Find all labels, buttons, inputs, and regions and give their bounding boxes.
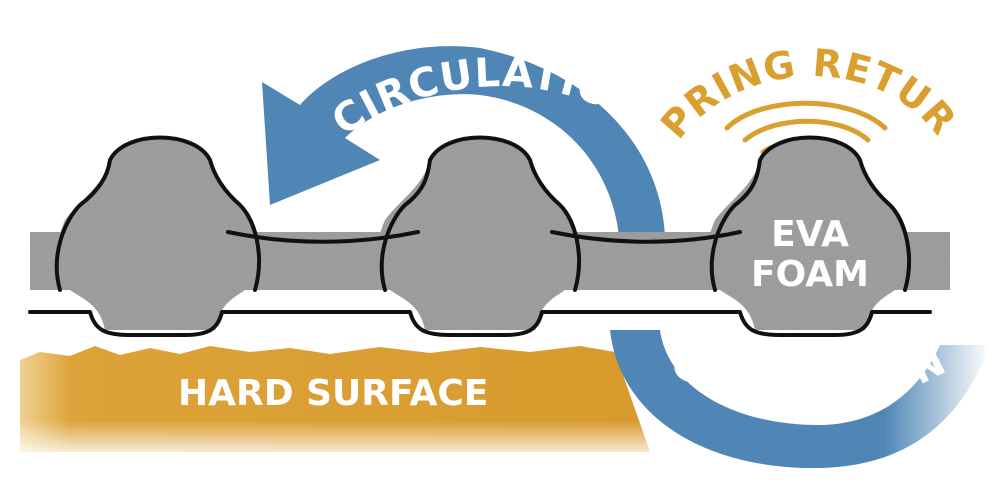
- circulation-bottom-arrow: [610, 330, 990, 469]
- hard-surface: [20, 340, 660, 455]
- circulation-top-arrow: [262, 46, 666, 256]
- hard-surface-label: HARD SURFACE: [178, 373, 488, 414]
- eva-label-line2: FOAM: [751, 254, 869, 295]
- eva-label-line1: EVA: [771, 214, 849, 255]
- foam-outline: [28, 135, 932, 337]
